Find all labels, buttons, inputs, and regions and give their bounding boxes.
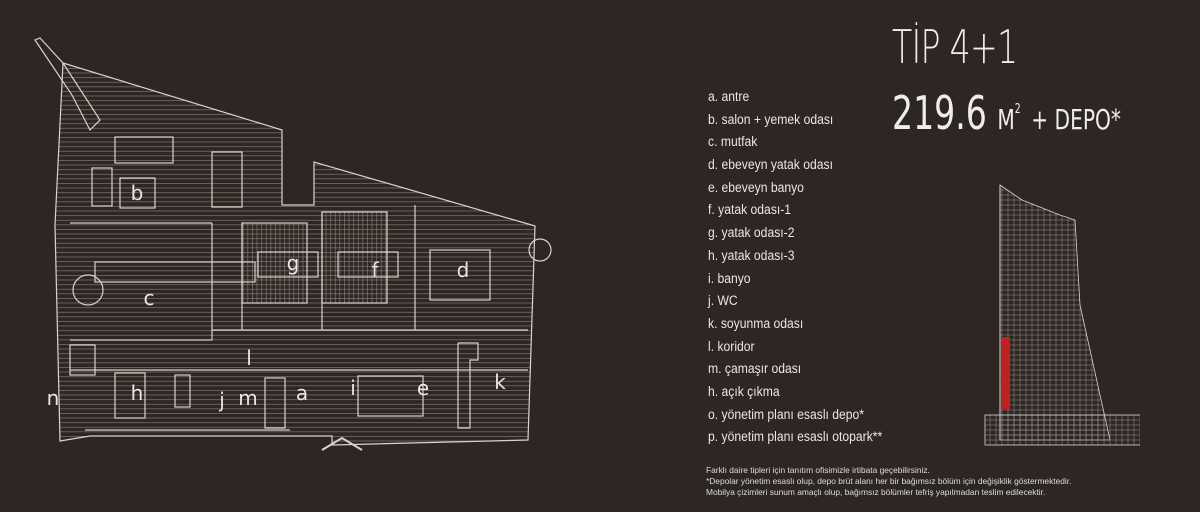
- legend-item: c. mutfak: [708, 134, 758, 150]
- balcony-tip: [34, 37, 101, 132]
- legend-item: f. yatak odası-1: [708, 202, 792, 218]
- legend-item: b. salon + yemek odası: [708, 111, 834, 127]
- room-label-m: m: [238, 386, 257, 410]
- room-label-h: h: [131, 381, 144, 405]
- footnote: Mobilya çizimleri sunum amaçlı olup, bağ…: [706, 487, 1046, 497]
- room-label-j: j: [218, 388, 225, 412]
- tower-elevation: [984, 184, 1140, 446]
- room-g: [241, 222, 308, 304]
- legend-item: m. çamaşır odası: [708, 361, 802, 377]
- legend-item: h. yatak odası-3: [708, 247, 795, 263]
- room-label-n: n: [47, 386, 60, 410]
- floor-plan: b c g f d l h n j m a i e k: [34, 37, 552, 451]
- room-label-i: i: [350, 376, 356, 400]
- unit-type-title: TİP 4+1: [892, 20, 1018, 74]
- legend-item: a. antre: [708, 89, 750, 104]
- legend-item: e. ebeveyn banyo: [708, 179, 804, 195]
- legend-item: h. açık çıkma: [708, 383, 780, 399]
- area-unit-sup: 2: [1014, 102, 1021, 117]
- legend-item: d. ebeveyn yatak odası: [708, 157, 833, 173]
- legend-item: p. yönetim planı esaslı otopark**: [708, 429, 883, 445]
- legend-item: j. WC: [708, 293, 738, 309]
- area-suffix: + DEPO*: [1031, 103, 1121, 136]
- area-unit: M: [997, 103, 1015, 136]
- room-label-e: e: [417, 376, 429, 400]
- legend-item: g. yatak odası-2: [708, 225, 795, 241]
- footnote: *Depolar yönetim esaslı olup, depo brüt …: [706, 476, 1072, 486]
- room-label-b: b: [131, 181, 144, 205]
- legend-item: i. banyo: [708, 270, 751, 286]
- room-label-f: f: [371, 258, 379, 282]
- room-label-l: l: [246, 346, 252, 370]
- room-label-g: g: [287, 251, 300, 275]
- room-legend: a. antre b. salon + yemek odası c. mutfa…: [708, 88, 902, 451]
- area-value: 219.6: [892, 86, 987, 140]
- legend-item: o. yönetim planı esaslı depo*: [708, 406, 865, 422]
- room-label-c: c: [144, 286, 155, 310]
- room-f: [321, 211, 388, 304]
- unit-area: 219.6 M2 + DEPO*: [892, 86, 1121, 140]
- room-label-d: d: [457, 258, 470, 282]
- room-label-k: k: [494, 370, 506, 394]
- footnote: Farklı daire tipleri için tanıtım ofisim…: [706, 465, 930, 475]
- footnotes: Farklı daire tipleri için tanıtım ofisim…: [706, 465, 1071, 498]
- legend-item: k. soyunma odası: [708, 315, 804, 331]
- room-label-a: a: [296, 381, 308, 405]
- unit-floors-highlight: [1001, 337, 1010, 409]
- legend-item: l. koridor: [708, 338, 755, 354]
